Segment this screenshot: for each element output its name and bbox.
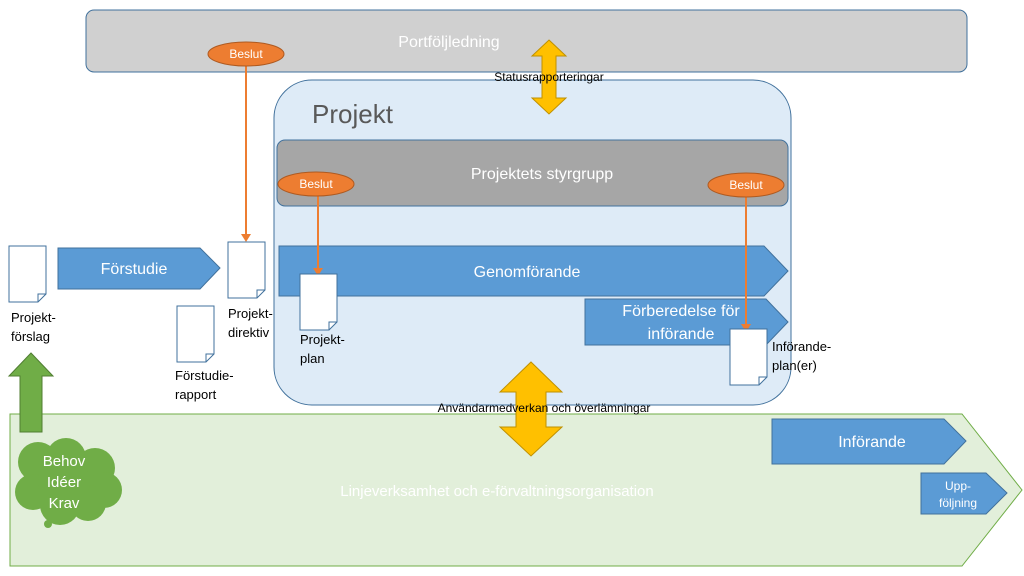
- preparation-label-line1: Förberedelse för: [622, 303, 740, 320]
- line-organisation-chevron: [9, 413, 1023, 567]
- prestudy-report-label-line1: Förstudie-: [175, 368, 234, 383]
- steering-group-bar: [276, 139, 789, 207]
- decision-arrowhead-steering-right: [741, 324, 751, 332]
- steering-group-label: Projektets styrgrupp: [471, 166, 613, 183]
- followup-label-line2: följning: [939, 496, 977, 510]
- decision-badge-portfolio: [207, 41, 285, 67]
- green-up-arrow: [7, 352, 55, 433]
- decision-label-steering-left: Beslut: [299, 177, 333, 191]
- implementation-label: Införande: [838, 434, 906, 451]
- followup-arrow: [920, 472, 1008, 515]
- project-directive-label-line2: direktiv: [228, 325, 270, 340]
- user-involvement-label: Användarmedverkan och överlämningar: [438, 401, 651, 415]
- implementation-plans-document-icon: [729, 328, 768, 386]
- project-proposal-label-line1: Projekt-: [11, 310, 56, 325]
- execution-arrow: [278, 245, 789, 297]
- project-plan-label-line2: plan: [300, 351, 325, 366]
- user-involvement-double-arrow: [498, 361, 564, 457]
- prestudy-label: Förstudie: [101, 261, 168, 278]
- decision-label-portfolio: Beslut: [229, 47, 263, 61]
- decision-badge-steering-right: [707, 172, 785, 198]
- needs-cloud-line1: Behov: [43, 453, 86, 470]
- implementation-arrow: [771, 418, 967, 465]
- portfolio-bar: [85, 9, 968, 73]
- status-reporting-label: Statusrapporteringar: [494, 70, 603, 84]
- needs-cloud: [15, 438, 122, 528]
- project-title: Projekt: [312, 99, 394, 129]
- project-proposal-label-line2: förslag: [11, 329, 50, 344]
- project-directive-label-line1: Projekt-: [228, 306, 273, 321]
- execution-label: Genomförande: [474, 264, 581, 281]
- decision-label-steering-right: Beslut: [729, 178, 763, 192]
- preparation-label-line2: införande: [648, 326, 715, 343]
- prestudy-report-document-icon: [176, 305, 215, 363]
- line-organisation-label: Linjeverksamhet och e-förvaltningsorgani…: [340, 483, 654, 500]
- project-plan-document-icon: [299, 273, 338, 331]
- status-double-arrow: [530, 39, 568, 115]
- prestudy-report-label-line2: rapport: [175, 387, 217, 402]
- project-proposal-document-icon: [8, 245, 47, 303]
- decision-arrowhead-portfolio: [241, 234, 251, 242]
- decision-arrowhead-steering-left: [313, 268, 323, 276]
- implementation-plans-label-line2: plan(er): [772, 358, 817, 373]
- project-plan-label-line1: Projekt-: [300, 332, 345, 347]
- needs-cloud-line3: Krav: [49, 495, 80, 512]
- implementation-plans-label-line1: Införande-: [772, 339, 831, 354]
- prestudy-arrow: [57, 247, 221, 290]
- followup-label-line1: Upp-: [945, 479, 971, 493]
- decision-badge-steering-left: [277, 171, 355, 197]
- portfolio-label: Portföljledning: [398, 34, 499, 51]
- needs-cloud-line2: Idéer: [47, 474, 81, 491]
- project-directive-document-icon: [227, 241, 266, 299]
